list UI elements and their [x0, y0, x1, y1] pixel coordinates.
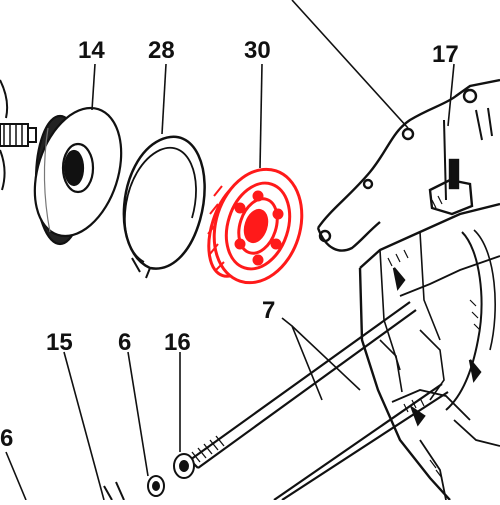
callout-15: 15 [46, 329, 73, 356]
part-16-washer [173, 453, 195, 479]
callout-6-middle: 6 [118, 329, 131, 356]
crankcase-housing [316, 78, 500, 501]
shaft-stub [0, 79, 37, 191]
callout-14: 14 [78, 37, 105, 64]
leader-lines [5, 0, 455, 501]
part-30-ball-bearing [207, 167, 304, 285]
callout-28: 28 [148, 37, 175, 64]
callout-16: 16 [164, 329, 191, 356]
part-14-washer [33, 106, 123, 246]
callout-17: 17 [432, 41, 459, 68]
callout-30: 30 [244, 37, 271, 64]
callout-6-left: 6 [0, 425, 13, 452]
part-7-through-studs [189, 301, 449, 501]
callout-7: 7 [262, 297, 275, 324]
part-6-washer [147, 475, 165, 497]
part-15-stud [103, 481, 125, 501]
part-28-circlip [122, 135, 206, 279]
